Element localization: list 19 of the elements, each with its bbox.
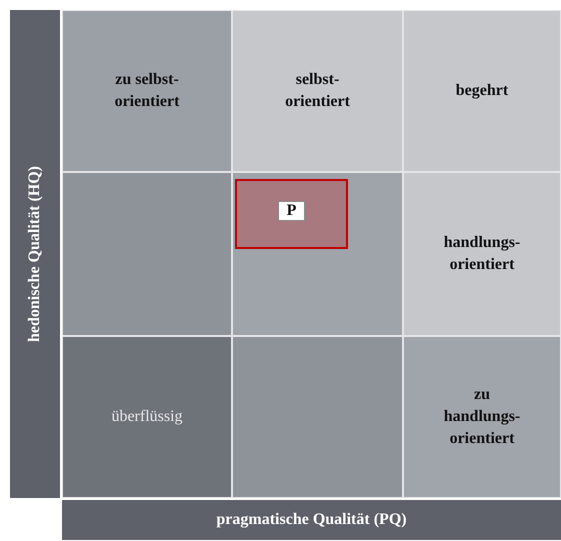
cell-label: handlungs- orientiert xyxy=(442,233,522,275)
highlight-box xyxy=(235,179,348,249)
matrix-cell xyxy=(403,172,561,336)
matrix-cell xyxy=(62,336,232,498)
matrix-cell xyxy=(62,172,232,336)
matrix-cell xyxy=(403,10,561,172)
cell-label: überflüssig xyxy=(111,407,183,427)
position-marker: P xyxy=(278,201,306,221)
cell-label: begehrt xyxy=(456,81,508,101)
matrix-cell xyxy=(403,336,561,498)
cell-label: zu selbst- orientiert xyxy=(114,70,180,112)
axis-title: hedonische Qualität (HQ) xyxy=(26,166,44,342)
matrix-cell xyxy=(232,336,403,498)
axis-title: pragmatische Qualität (PQ) xyxy=(216,511,407,529)
cell-label: zu handlungs- orientiert xyxy=(442,385,522,449)
matrix-cell xyxy=(62,10,232,172)
cell-label: selbst- orientiert xyxy=(284,70,351,112)
matrix-cell xyxy=(232,10,403,172)
matrix-cell xyxy=(232,172,403,336)
